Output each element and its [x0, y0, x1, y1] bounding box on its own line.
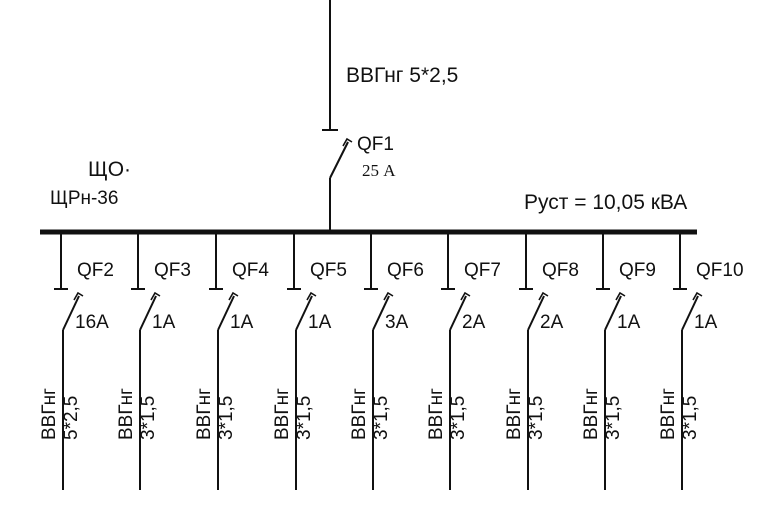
qf5-trip-mark — [306, 291, 317, 301]
qf10-trip-mark — [692, 291, 703, 301]
qf10-section-label: 3*1,5 — [680, 396, 701, 440]
qf1-trip-mark — [342, 137, 353, 147]
qf4-trip-mark — [228, 291, 239, 301]
incoming-feeder: ВВГнг 5*2,5 QF1 25 А — [322, 0, 458, 232]
qf6-section-label: 3*1,5 — [371, 396, 392, 440]
qf3-name: QF3 — [154, 260, 191, 281]
qf7-cable-label: ВВГнг — [426, 388, 447, 440]
qf8-cable-label: ВВГнг — [504, 388, 525, 440]
qf9-name: QF9 — [619, 260, 656, 281]
qf3-blade — [139, 295, 157, 331]
qf4-name: QF4 — [232, 260, 269, 281]
qf10-cable-label: ВВГнг — [658, 388, 679, 440]
qf5-rating: 1А — [308, 312, 332, 333]
qf9-trip-mark — [615, 291, 626, 301]
qf9-blade — [604, 295, 622, 331]
qf8-blade — [527, 295, 545, 331]
qf2-cable-label: ВВГнг — [39, 388, 60, 440]
qf2-rating: 16А — [75, 312, 109, 333]
panel-label-line1: ЩО· — [88, 158, 131, 181]
qf4-cable-label: ВВГнг — [194, 388, 215, 440]
qf8-trip-mark — [538, 291, 549, 301]
qf1-rating: 25 А — [362, 161, 396, 180]
qf3-rating: 1А — [152, 312, 176, 333]
qf4-section-label: 3*1,5 — [216, 396, 237, 440]
qf9-section-label: 3*1,5 — [603, 396, 624, 440]
qf5-section-label: 3*1,5 — [294, 396, 315, 440]
qf3-cable-label: ВВГнг — [116, 388, 137, 440]
qf7-section-label: 3*1,5 — [448, 396, 469, 440]
qf5-cable-label: ВВГнг — [272, 388, 293, 440]
qf6-name: QF6 — [387, 260, 424, 281]
qf4-blade — [217, 295, 235, 331]
qf8-section-label: 3*1,5 — [526, 396, 547, 440]
qf7-rating: 2А — [462, 312, 486, 333]
qf6-rating: 3А — [385, 312, 409, 333]
panel-label-line2: ЩРн-36 — [50, 188, 118, 209]
qf5-name: QF5 — [310, 260, 347, 281]
qf3-trip-mark — [150, 291, 161, 301]
qf7-blade — [449, 295, 467, 331]
qf7-trip-mark — [460, 291, 471, 301]
qf10-blade — [681, 295, 699, 331]
qf5-blade — [295, 295, 313, 331]
qf6-blade — [372, 295, 390, 331]
qf8-rating: 2А — [540, 312, 564, 333]
qf10-name: QF10 — [696, 260, 744, 281]
installed-power-label: Руст = 10,05 кВА — [524, 191, 687, 214]
qf3-section-label: 3*1,5 — [138, 396, 159, 440]
qf2-trip-mark — [73, 291, 84, 301]
qf1-blade — [329, 141, 349, 179]
qf1-name: QF1 — [357, 134, 394, 155]
qf4-rating: 1А — [230, 312, 254, 333]
qf9-rating: 1А — [617, 312, 641, 333]
qf2-section-label: 5*2,5 — [61, 396, 82, 440]
qf6-trip-mark — [383, 291, 394, 301]
qf2-blade — [62, 295, 80, 331]
qf2-name: QF2 — [77, 260, 114, 281]
qf6-cable-label: ВВГнг — [349, 388, 370, 440]
qf10-rating: 1А — [694, 312, 718, 333]
qf8-name: QF8 — [542, 260, 579, 281]
qf9-cable-label: ВВГнг — [581, 388, 602, 440]
incoming-cable-label: ВВГнг 5*2,5 — [346, 64, 458, 87]
qf7-name: QF7 — [464, 260, 501, 281]
